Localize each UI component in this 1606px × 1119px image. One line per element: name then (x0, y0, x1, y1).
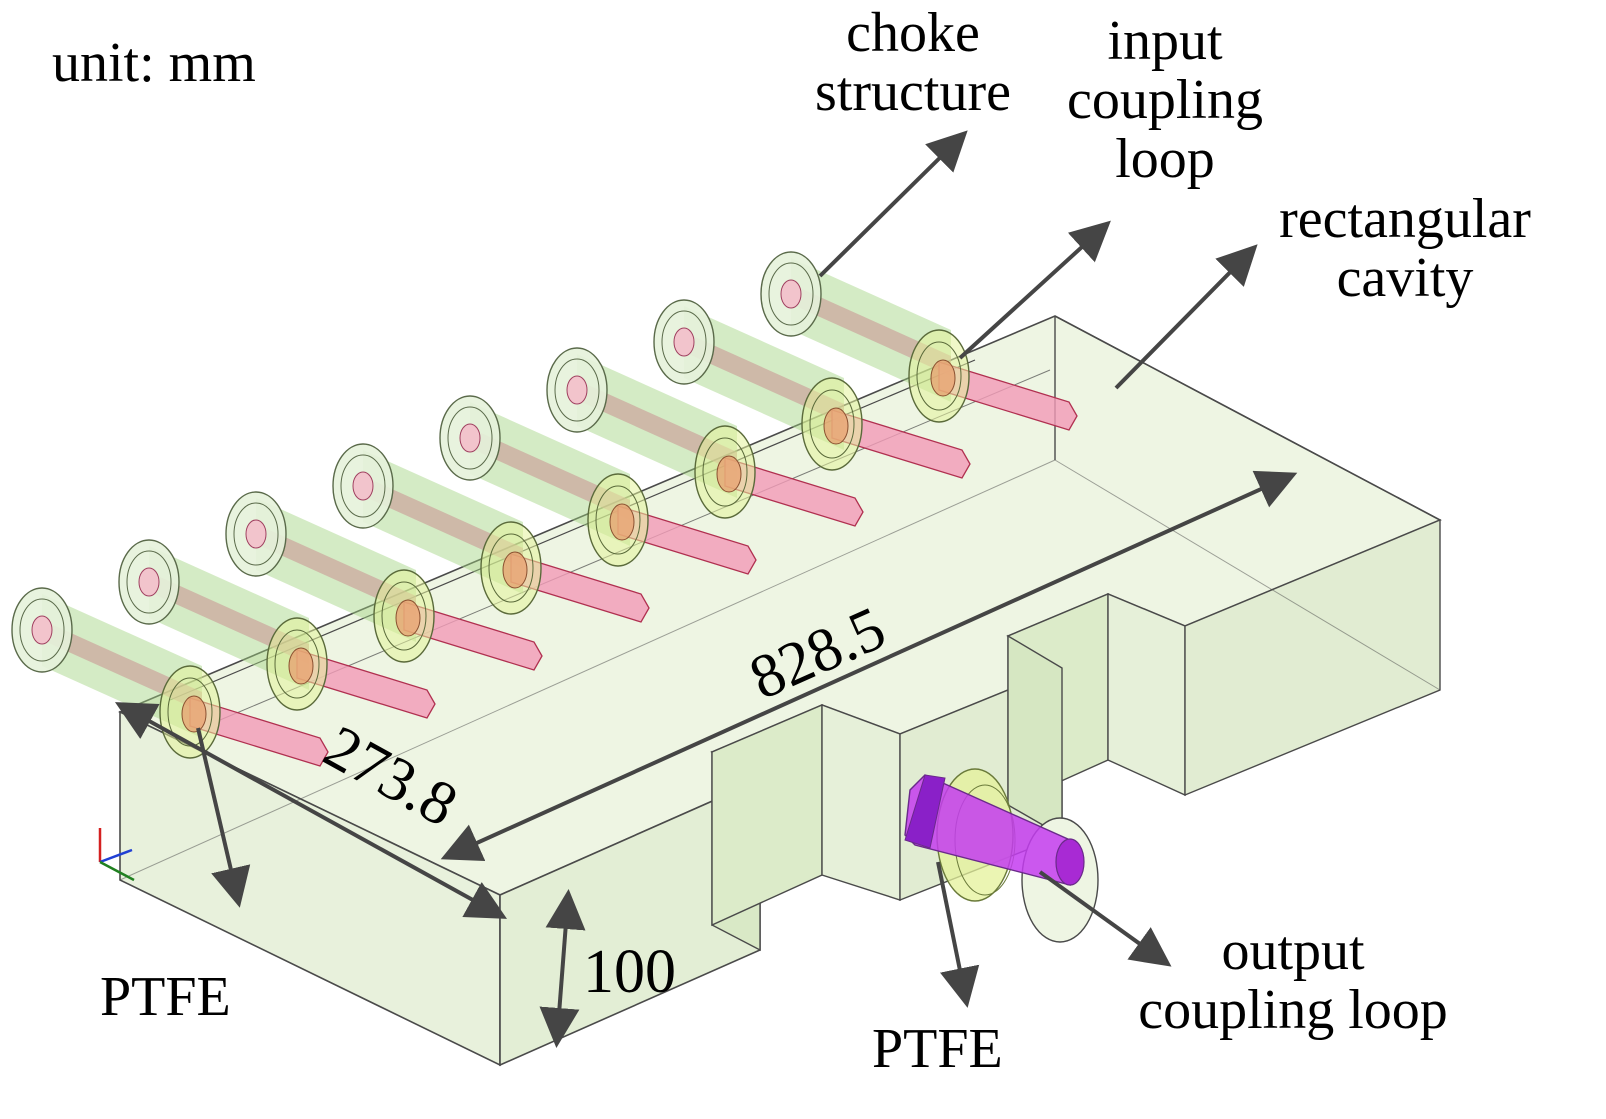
input-label-line3: loop (1115, 127, 1215, 190)
choke-center (138, 567, 160, 597)
choke-ring (233, 502, 279, 566)
dimension-length (440, 470, 1298, 862)
rectangular-cavity-label: rectangular cavity (1255, 190, 1555, 308)
coupling-loop (266, 617, 436, 719)
ptfe-left-arrow (196, 727, 251, 908)
cavity-back-face (1054, 315, 1441, 521)
dimension-height (539, 889, 586, 1048)
notch-right-side (1007, 634, 1063, 838)
ptfe-bottom-label: PTFE (872, 1018, 1003, 1080)
loop-core (716, 455, 742, 493)
ptfe-ring (381, 581, 427, 651)
choke-inner-rod (256, 524, 416, 616)
ptfe-ring (916, 341, 962, 411)
callout-arrows (196, 130, 1258, 1008)
loop-core (288, 647, 314, 685)
choke-ring (126, 550, 172, 614)
loop-core (823, 407, 849, 445)
unit-note: unit: mm (52, 32, 256, 94)
dimension-width (114, 702, 508, 919)
ptfe-ring (274, 629, 320, 699)
choke-center (566, 375, 588, 405)
ptfe-ring (809, 389, 855, 459)
input-loop-arrow (958, 220, 1111, 360)
choke-ring (340, 454, 386, 518)
output-label-line2: coupling loop (1138, 978, 1448, 1041)
ptfe-bottom-arrow (936, 861, 980, 1008)
choke-structure-label: choke structure (798, 4, 1028, 122)
choke-center (673, 327, 695, 357)
choke-inner-rod (42, 620, 202, 712)
loop-core (930, 359, 956, 397)
cavity-arrow (1114, 244, 1258, 390)
coupling-loop (801, 377, 971, 479)
choke-center (245, 519, 267, 549)
dimension-height-label: 100 (583, 938, 676, 1006)
choke-center (31, 615, 53, 645)
choke-ring (19, 598, 65, 662)
output-label-line1: output (1221, 920, 1365, 982)
output-loop-arrow (1038, 870, 1172, 967)
output-coupling-loop-label: output coupling loop (1108, 922, 1478, 1040)
choke-ring (661, 310, 707, 374)
choke-center (352, 471, 374, 501)
loop-core (502, 551, 528, 589)
choke-inner-rod (149, 572, 309, 664)
cavity-label-line2: cavity (1336, 246, 1474, 309)
choke-arrow (818, 130, 968, 278)
ptfe-left-label: PTFE (100, 966, 231, 1028)
output-loop-end (1055, 838, 1085, 886)
loop-core (609, 503, 635, 541)
choke-inner-rod (684, 332, 844, 424)
cavity-label-line1: rectangular (1279, 188, 1531, 250)
choke-inner-rod (577, 380, 737, 472)
input-coupling-loop-label: input coupling loop (1040, 12, 1290, 188)
choke-inner-rod (791, 284, 951, 376)
coupling-loop (908, 329, 1078, 431)
right-block-front (1107, 592, 1186, 797)
loop-core (181, 695, 207, 733)
middle-block-front (821, 703, 901, 901)
choke-center (780, 279, 802, 309)
choke-label-line1: choke (846, 2, 980, 64)
choke-label-line2: structure (815, 60, 1011, 123)
choke-center (459, 423, 481, 453)
input-label-line2: coupling (1067, 68, 1263, 131)
choke-ring (768, 262, 814, 326)
choke-ring (447, 406, 493, 470)
input-label-line1: input (1107, 10, 1223, 72)
loop-core (395, 599, 421, 637)
choke-ring (554, 358, 600, 422)
